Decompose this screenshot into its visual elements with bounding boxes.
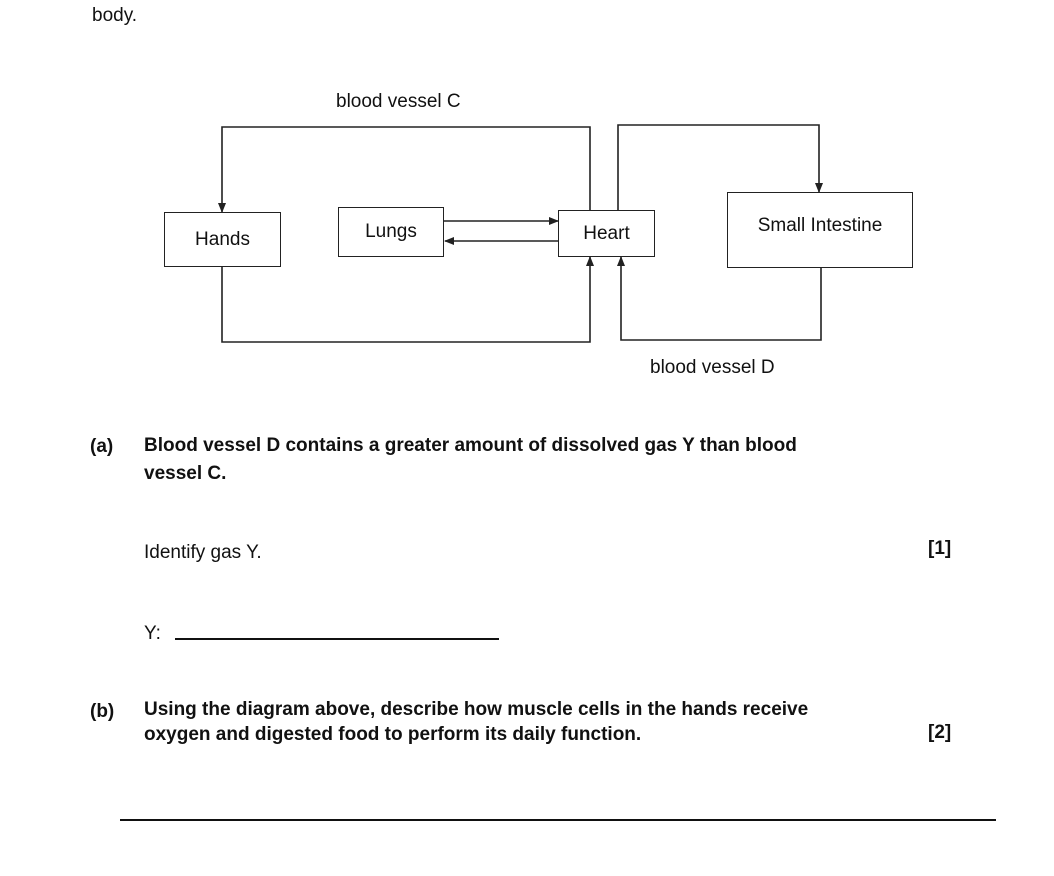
header-fragment: body.	[92, 5, 138, 26]
vessel-c-line	[218, 126, 591, 213]
box-hands: Hands	[164, 212, 281, 267]
label-blood-vessel-d: blood vessel D	[650, 357, 775, 378]
vessel-d-line	[617, 256, 822, 341]
answer-b-line[interactable]	[120, 819, 996, 821]
heart-to-intestine-line	[617, 124, 823, 210]
question-a-text-line1: Blood vessel D contains a greater amount…	[144, 435, 797, 456]
box-lungs: Lungs	[338, 207, 444, 257]
hands-to-heart-line	[221, 256, 594, 343]
question-b-marks: [2]	[928, 722, 952, 743]
question-a-instruction: Identify gas Y.	[144, 542, 262, 563]
question-a-marks: [1]	[928, 538, 952, 559]
box-small-intestine: Small Intestine	[727, 192, 913, 268]
question-b-letter: (b)	[90, 701, 115, 722]
question-b-text-line1: Using the diagram above, describe how mu…	[144, 699, 809, 720]
question-b-text-line2: oxygen and digested food to perform its …	[144, 724, 642, 745]
question-a-text-line2: vessel C.	[144, 463, 227, 484]
question-a-letter: (a)	[90, 436, 114, 457]
answer-y-line[interactable]	[175, 638, 499, 640]
label-blood-vessel-c: blood vessel C	[336, 91, 461, 112]
box-heart: Heart	[558, 210, 655, 257]
diagram-connectors	[218, 124, 823, 343]
answer-y-label: Y:	[144, 623, 161, 644]
